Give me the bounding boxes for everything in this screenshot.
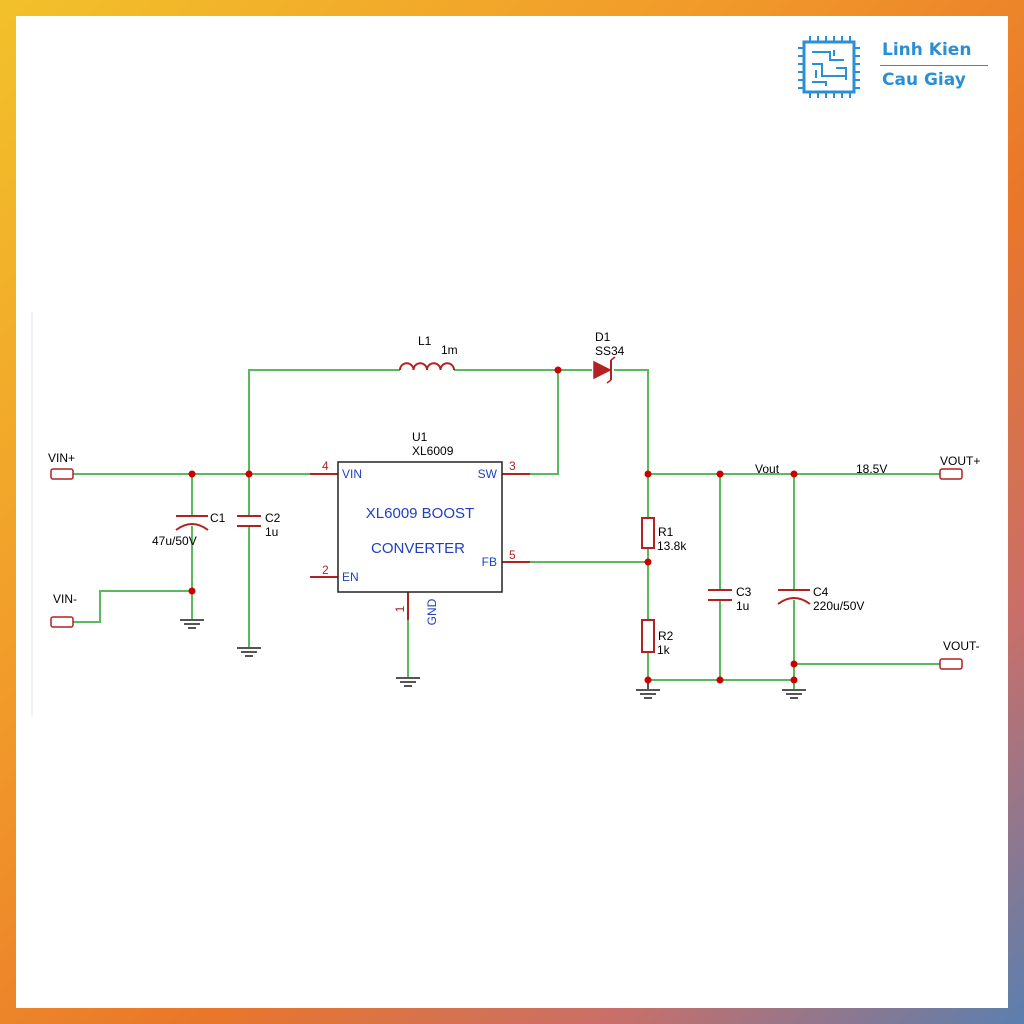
- junction-dot: [716, 470, 724, 478]
- net-label-voltage: 18.5V: [856, 462, 887, 476]
- capacitor-c1: [175, 515, 209, 531]
- net-label-vout: Vout: [755, 462, 780, 476]
- pin-name-en: EN: [342, 570, 359, 584]
- junction-dot: [188, 587, 196, 595]
- ground-icon: [782, 689, 806, 699]
- junction-dot: [644, 676, 652, 684]
- wires: [73, 369, 940, 690]
- ground-icon: [396, 677, 420, 687]
- diode-value: SS34: [595, 344, 625, 358]
- pin-num-sw: 3: [509, 459, 516, 473]
- diode-ref: D1: [595, 330, 611, 344]
- c4-value: 220u/50V: [813, 599, 864, 613]
- port-vin-plus-label: VIN+: [48, 451, 75, 465]
- junction-dot: [790, 470, 798, 478]
- ic-ref: U1: [412, 430, 428, 444]
- circuit-chip-icon: [798, 36, 860, 98]
- inductor-ref: L1: [418, 334, 432, 348]
- inductor-value: 1m: [441, 343, 458, 357]
- brand-name-line2: Cau Giay: [882, 70, 966, 90]
- port-vin-plus: [50, 468, 74, 480]
- schematic-canvas: [16, 16, 1008, 1008]
- brand-divider: [880, 65, 988, 66]
- r2-ref: R2: [658, 629, 674, 643]
- junction-dot: [188, 470, 196, 478]
- r2-value: 1k: [657, 643, 671, 657]
- c3-value: 1u: [736, 599, 749, 613]
- port-vout-plus: [939, 468, 963, 480]
- ic-pins: [310, 473, 530, 620]
- brand-logo: Linh Kien Cau Giay: [796, 34, 996, 100]
- port-vout-plus-label: VOUT+: [940, 454, 980, 468]
- junction-dot: [716, 676, 724, 684]
- c2-value: 1u: [265, 525, 278, 539]
- wire-diode-out: [614, 369, 649, 518]
- capacitor-c2: [237, 515, 261, 527]
- c1-ref: C1: [210, 511, 226, 525]
- ic-title-line2: CONVERTER: [371, 540, 465, 557]
- r1-value: 13.8k: [657, 539, 687, 553]
- ic-title-line1: XL6009 BOOST: [366, 505, 474, 522]
- c4-ref: C4: [813, 585, 829, 599]
- capacitor-c4: [777, 589, 811, 605]
- ground-icon: [237, 647, 261, 657]
- c3-ref: C3: [736, 585, 752, 599]
- brand-name-line1: Linh Kien: [882, 40, 972, 60]
- ic-part: XL6009: [412, 444, 454, 458]
- pin-name-vin: VIN: [342, 467, 362, 481]
- pin-num-vin: 4: [322, 459, 329, 473]
- pin-name-sw: SW: [478, 467, 498, 481]
- c2-ref: C2: [265, 511, 281, 525]
- pin-num-fb: 5: [509, 548, 516, 562]
- wire-vin-minus: [73, 590, 192, 623]
- junction-dot: [790, 676, 798, 684]
- junction-dot: [644, 470, 652, 478]
- junctions: [188, 366, 798, 684]
- resistor-r1: [641, 517, 655, 549]
- port-vin-minus-label: VIN-: [53, 592, 77, 606]
- resistor-r2: [641, 619, 655, 653]
- c1-value: 47u/50V: [152, 534, 197, 548]
- junction-dot: [554, 366, 562, 374]
- inductor-l1: [399, 362, 455, 371]
- ground-icon: [180, 619, 204, 629]
- capacitor-c3: [708, 589, 732, 601]
- pin-num-en: 2: [322, 563, 329, 577]
- junction-dot: [790, 660, 798, 668]
- r1-ref: R1: [658, 525, 674, 539]
- port-vout-minus-label: VOUT-: [943, 639, 980, 653]
- wire-to-inductor: [248, 369, 400, 474]
- ic-body: [337, 461, 503, 593]
- port-vin-minus: [50, 616, 74, 628]
- port-vout-minus: [939, 658, 963, 670]
- junction-dot: [245, 470, 253, 478]
- pin-name-fb: FB: [482, 555, 497, 569]
- diode-d1: [593, 356, 616, 384]
- junction-dot: [644, 558, 652, 566]
- pin-name-gnd: GND: [425, 598, 439, 625]
- pin-num-gnd: 1: [393, 605, 407, 612]
